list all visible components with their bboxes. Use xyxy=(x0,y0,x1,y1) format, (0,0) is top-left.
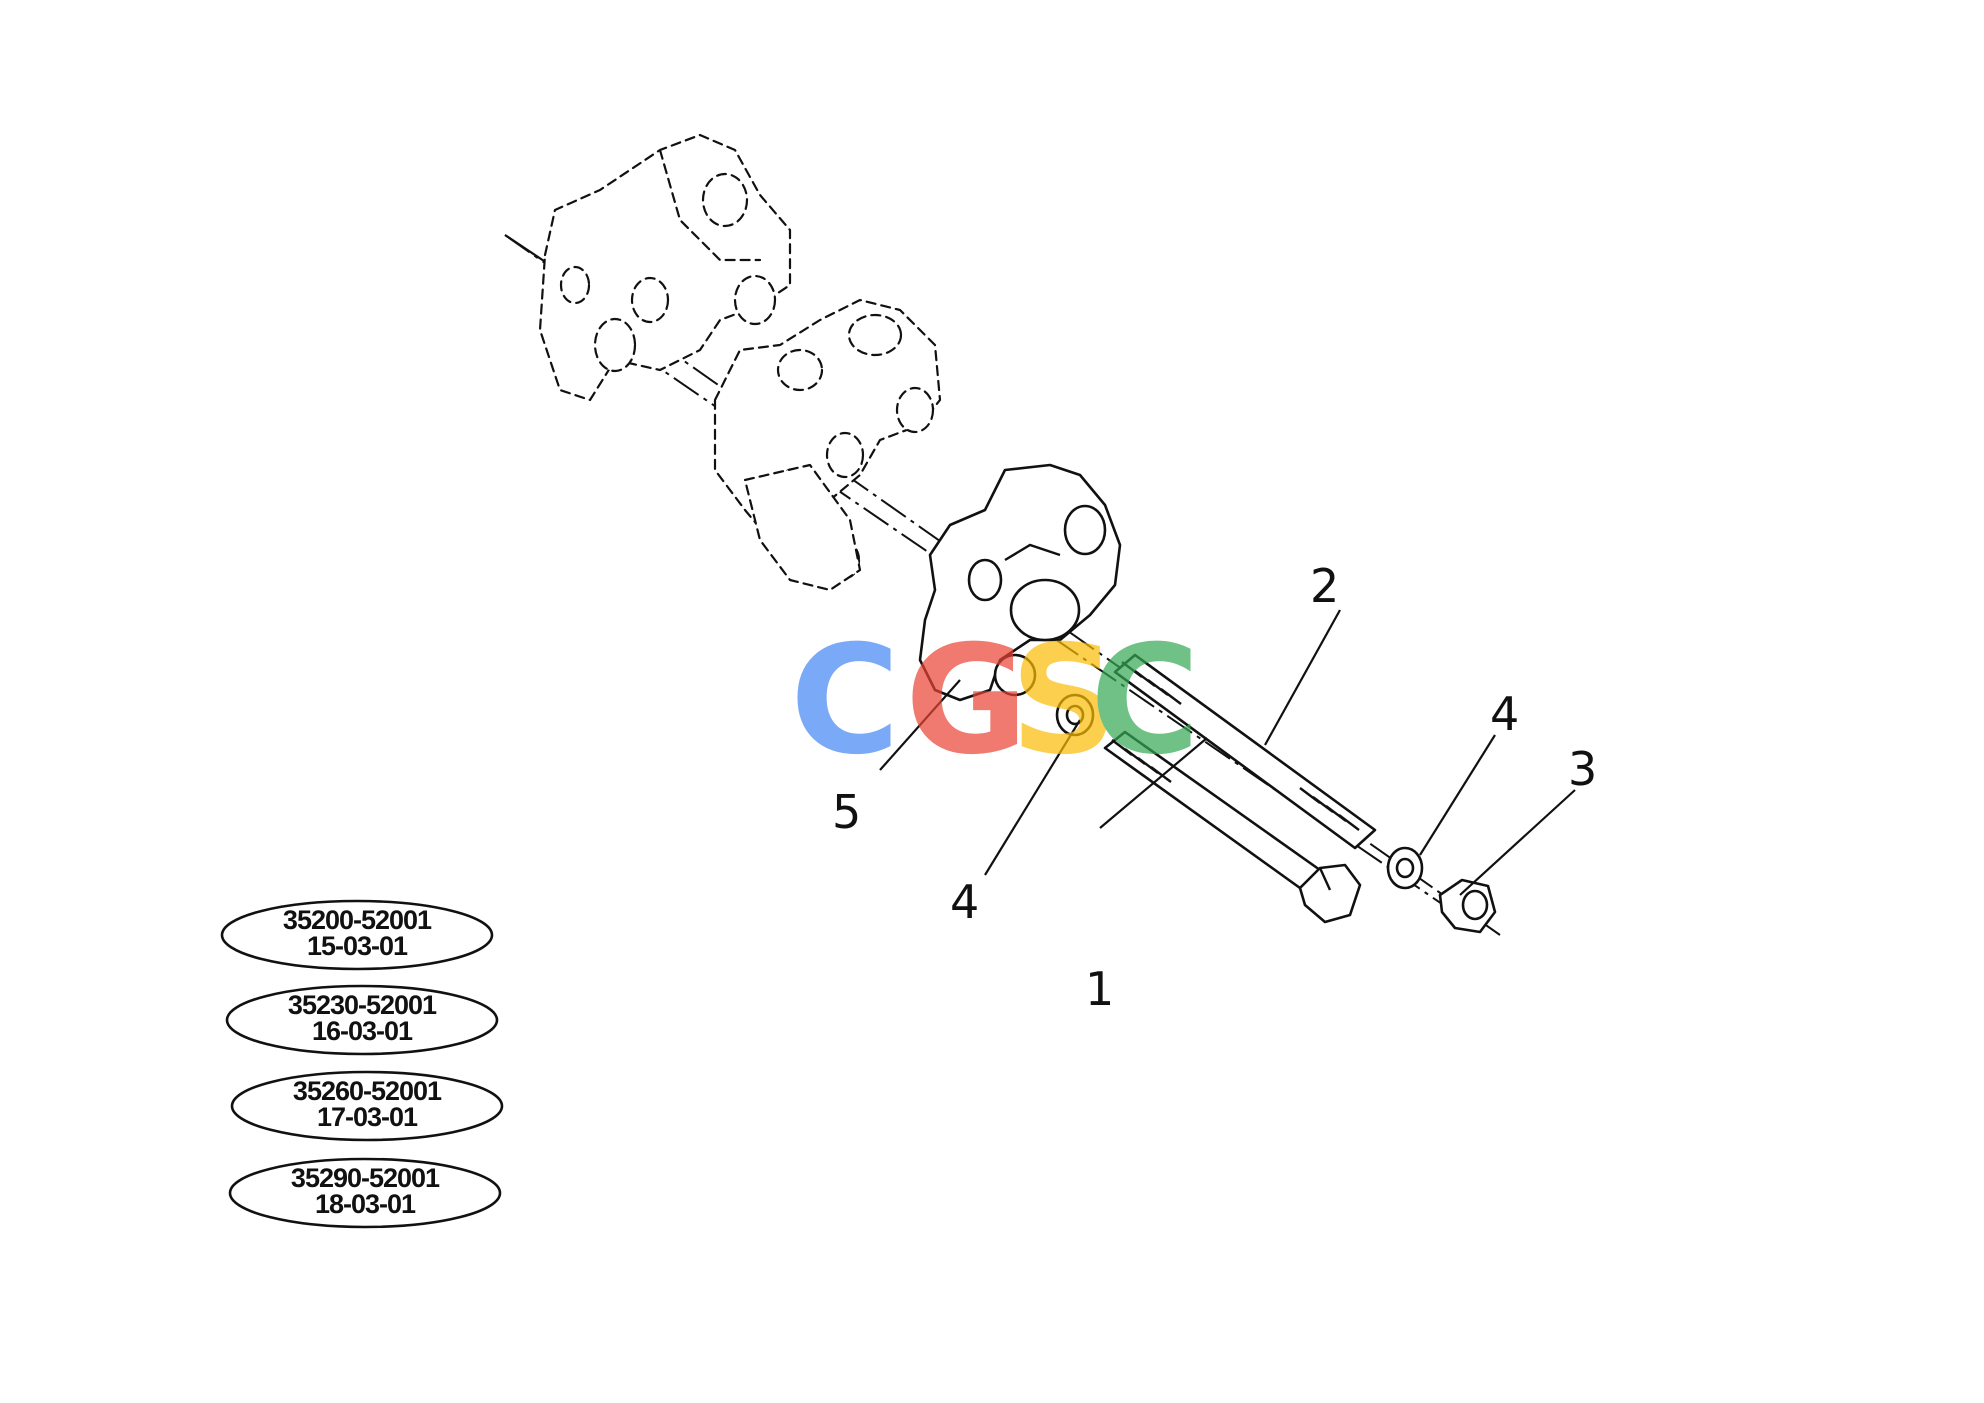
washer-part-4-b xyxy=(1386,846,1424,890)
reference-oval: 35260-52001 17-03-01 xyxy=(230,1070,504,1142)
washer-part-4-a xyxy=(1055,693,1095,737)
callout-5: 5 xyxy=(832,785,861,839)
watermark-letter: G xyxy=(905,614,1028,788)
reference-part-number: 35290-52001 xyxy=(291,1163,440,1193)
nut-part-3 xyxy=(1438,878,1497,934)
stud-bolt-part-2 xyxy=(1113,653,1377,850)
reference-page: 18-03-01 xyxy=(315,1189,416,1219)
leader-lines xyxy=(879,609,1576,896)
callout-labels: 1 2 3 4 4 5 xyxy=(832,559,1597,1016)
watermark-letter: S xyxy=(1010,614,1118,788)
callout-4-right: 4 xyxy=(1490,687,1519,741)
callout-2: 2 xyxy=(1310,559,1339,613)
hex-bolt-part-1 xyxy=(1103,730,1362,924)
reference-part-number: 35230-52001 xyxy=(288,990,437,1020)
reference-oval: 35290-52001 18-03-01 xyxy=(228,1157,502,1229)
reference-page: 15-03-01 xyxy=(307,931,408,961)
reference-part-number: 35260-52001 xyxy=(293,1076,442,1106)
callout-4-left: 4 xyxy=(950,875,979,929)
reference-page: 17-03-01 xyxy=(317,1102,418,1132)
ghost-valve-section-1 xyxy=(538,133,792,402)
reference-page: 16-03-01 xyxy=(312,1016,413,1046)
reference-oval: 35200-52001 15-03-01 xyxy=(220,899,494,971)
reference-list: 35200-52001 15-03-01 35230-52001 16-03-0… xyxy=(220,899,504,1229)
end-section-part-5 xyxy=(918,463,1122,702)
watermark-letter: C xyxy=(1090,614,1200,788)
callout-3: 3 xyxy=(1568,742,1597,796)
reference-oval: 35230-52001 16-03-01 xyxy=(225,984,499,1056)
watermark-logo: C G S C xyxy=(790,614,1200,788)
watermark-letter: C xyxy=(790,614,900,788)
reference-part-number: 35200-52001 xyxy=(283,905,432,935)
callout-1: 1 xyxy=(1085,962,1114,1016)
ghost-valve-section-3 xyxy=(743,463,862,592)
